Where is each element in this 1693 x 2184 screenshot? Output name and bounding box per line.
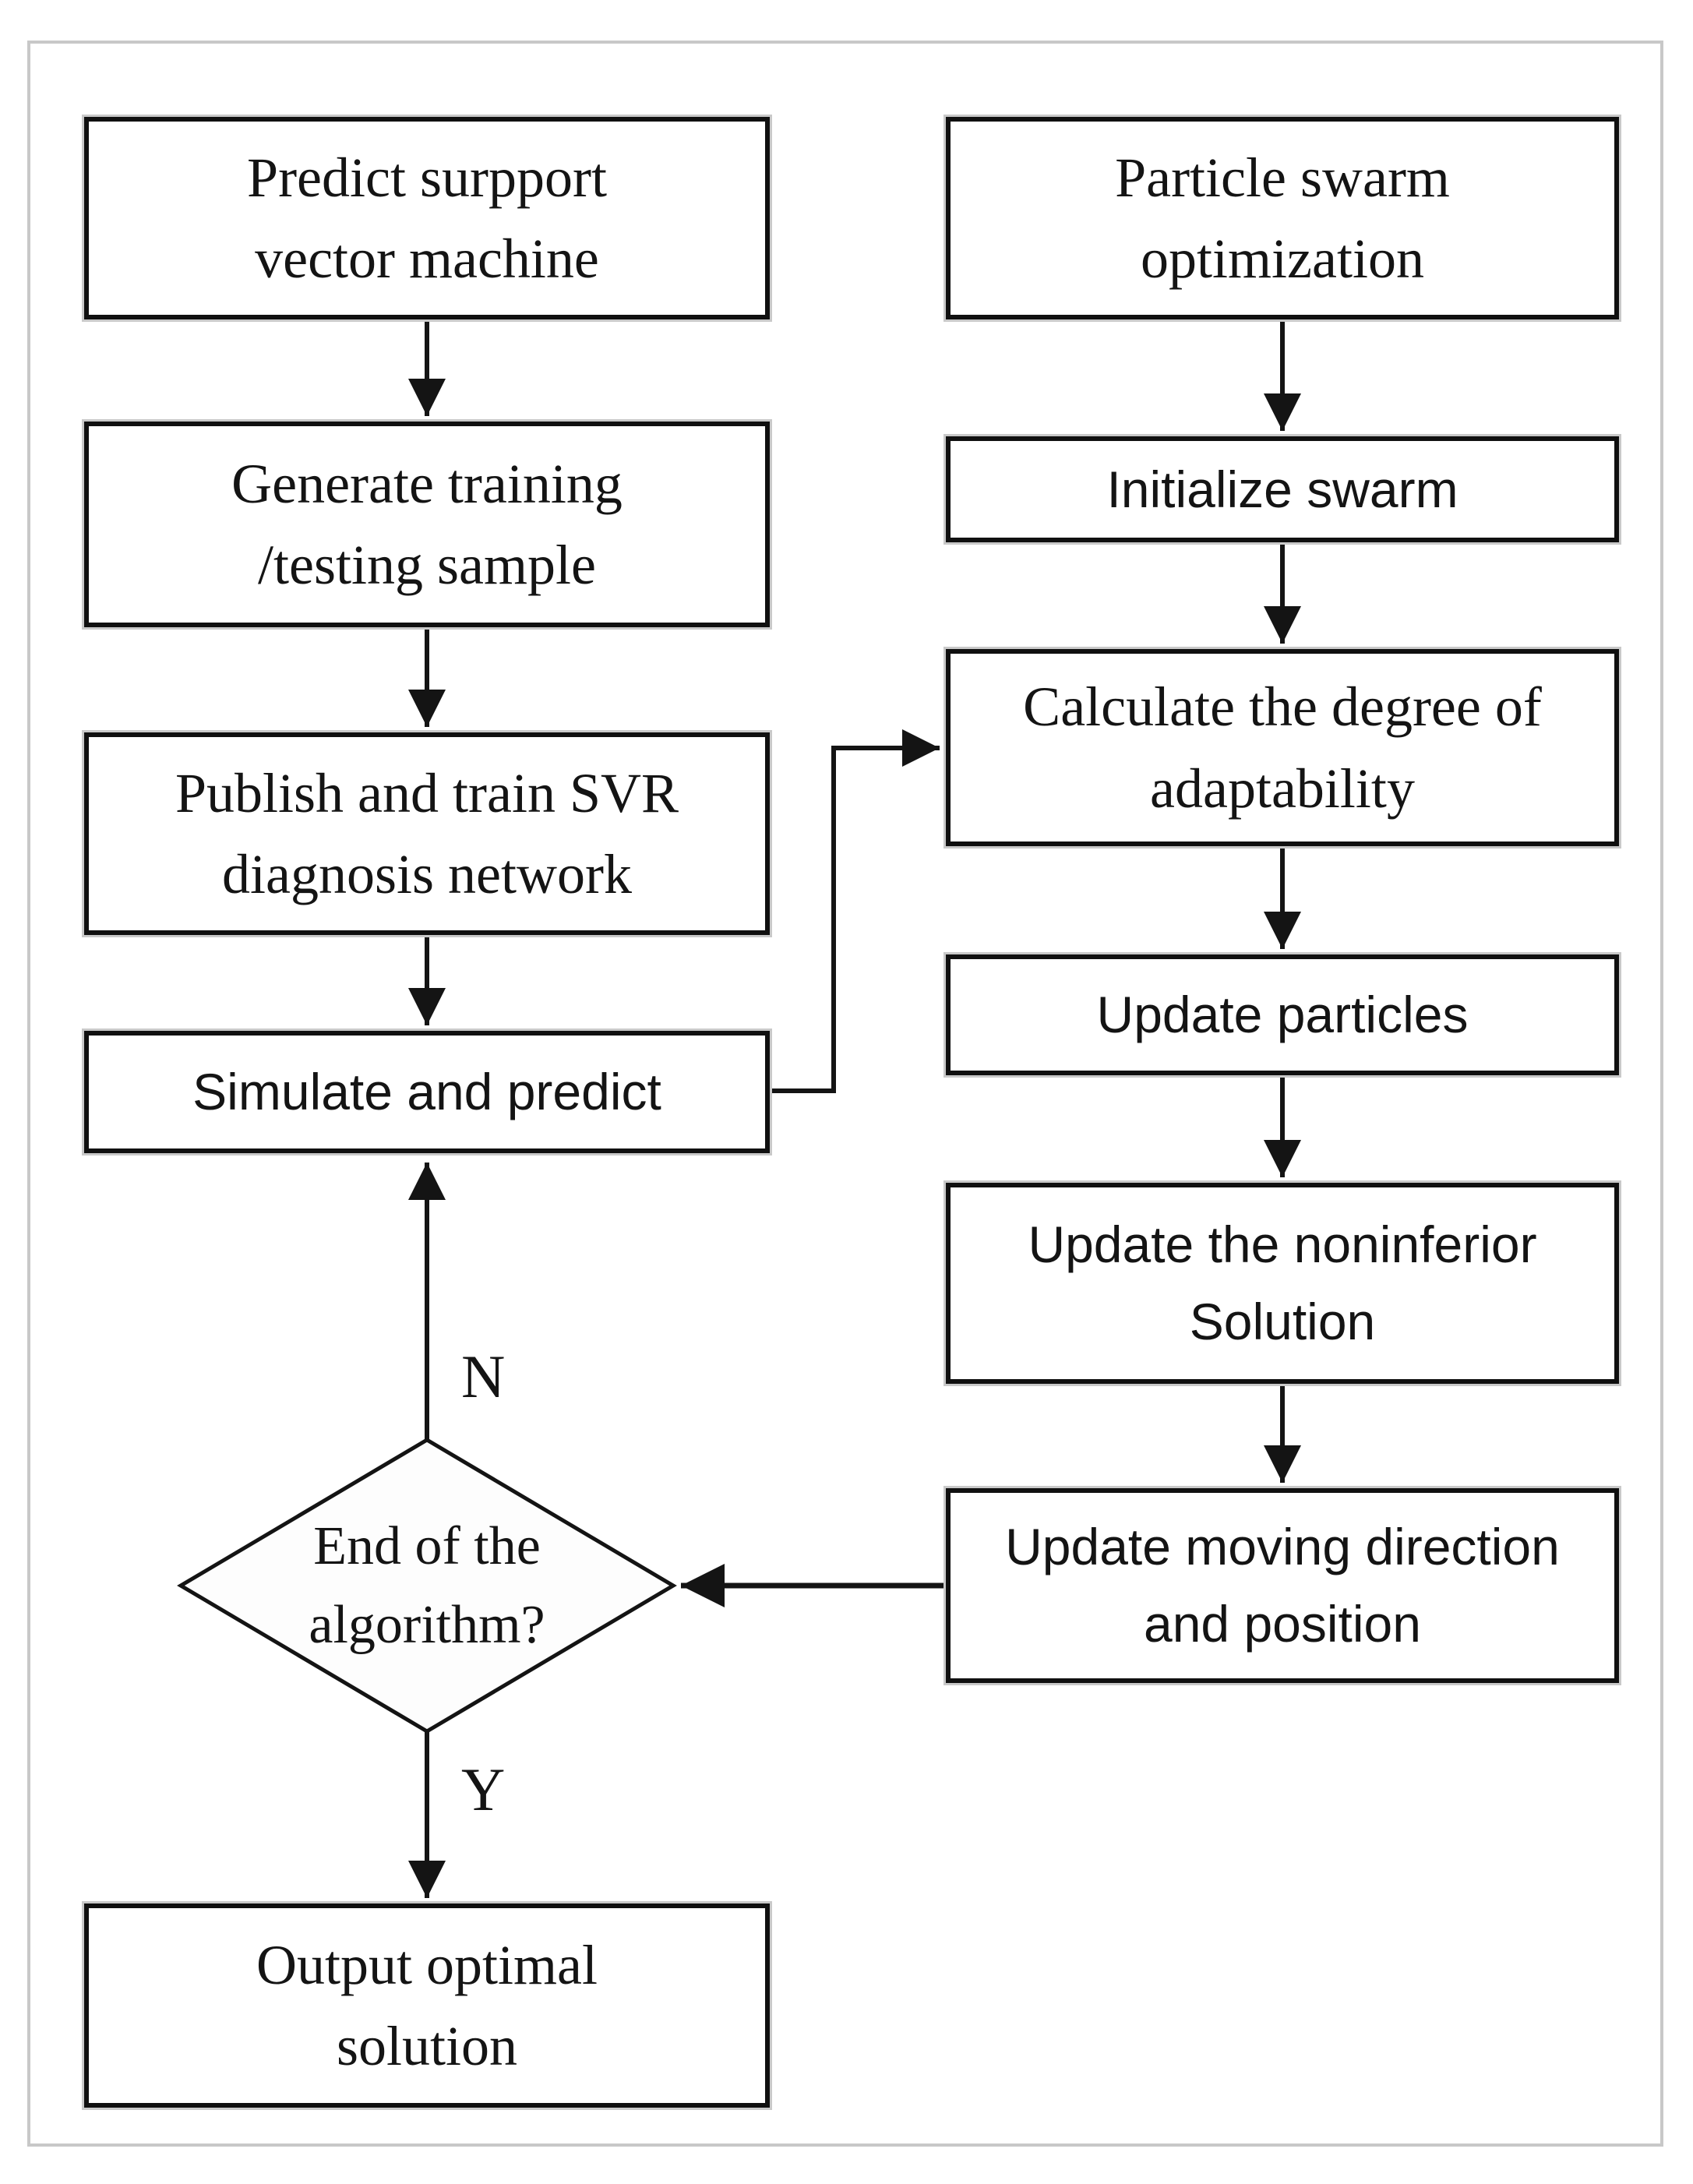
node-text-line: diagnosis network: [222, 843, 632, 905]
node-text-line: Calculate the degree of: [1023, 676, 1542, 739]
node-update-moving-direction-position: Update moving direction and position: [946, 1488, 1619, 1683]
node-text-line: optimization: [1141, 228, 1424, 290]
decision-end-of-algorithm: End of the algorithm?: [193, 1480, 661, 1691]
node-initialize-swarm: Initialize swarm: [946, 436, 1619, 542]
node-text-line: and position: [1144, 1595, 1421, 1653]
node-text-line: vector machine: [255, 228, 599, 290]
node-output-optimal-solution: Output optimal solution: [84, 1904, 770, 2108]
node-text-line: algorithm?: [309, 1595, 545, 1655]
node-simulate-and-predict: Simulate and predict: [84, 1031, 770, 1153]
node-text-line: Publish and train SVR: [175, 761, 679, 824]
node-update-particles: Update particles: [946, 954, 1619, 1075]
node-text-line: End of the: [313, 1515, 541, 1576]
node-text-line: Particle swarm: [1115, 146, 1450, 209]
figure-frame: [27, 41, 1663, 2147]
node-publish-and-train-svr-network: Publish and train SVR diagnosis network: [84, 732, 770, 935]
node-text-line: Simulate and predict: [192, 1063, 661, 1120]
node-text-line: Predict surpport: [247, 146, 607, 209]
label-branch-no: N: [461, 1343, 506, 1410]
node-text-line: Update the noninferior: [1028, 1215, 1537, 1273]
node-particle-swarm-optimization: Particle swarm optimization: [946, 117, 1619, 319]
node-text-line: Output optimal: [256, 1933, 598, 1996]
node-text-line: adaptability: [1150, 757, 1415, 820]
node-update-noninferior-solution: Update the noninferior Solution: [946, 1183, 1619, 1384]
node-text-line: solution: [336, 2015, 518, 2077]
node-text-line: Generate training: [231, 452, 623, 515]
node-text-line: Solution: [1189, 1293, 1376, 1350]
arrow-simulate-to-calculate-adaptability: [770, 729, 940, 1093]
node-text-line: /testing sample: [258, 534, 596, 596]
node-generate-training-testing-sample: Generate training /testing sample: [84, 422, 770, 627]
node-text-line: Update particles: [1096, 986, 1469, 1043]
node-predict-support-vector-machine: Predict surpport vector machine: [84, 117, 770, 319]
node-text-line: Initialize swarm: [1106, 460, 1458, 518]
label-branch-yes: Y: [461, 1755, 506, 1823]
node-calculate-degree-of-adaptability: Calculate the degree of adaptability: [946, 649, 1619, 846]
node-text-line: Update moving direction: [1005, 1518, 1560, 1575]
